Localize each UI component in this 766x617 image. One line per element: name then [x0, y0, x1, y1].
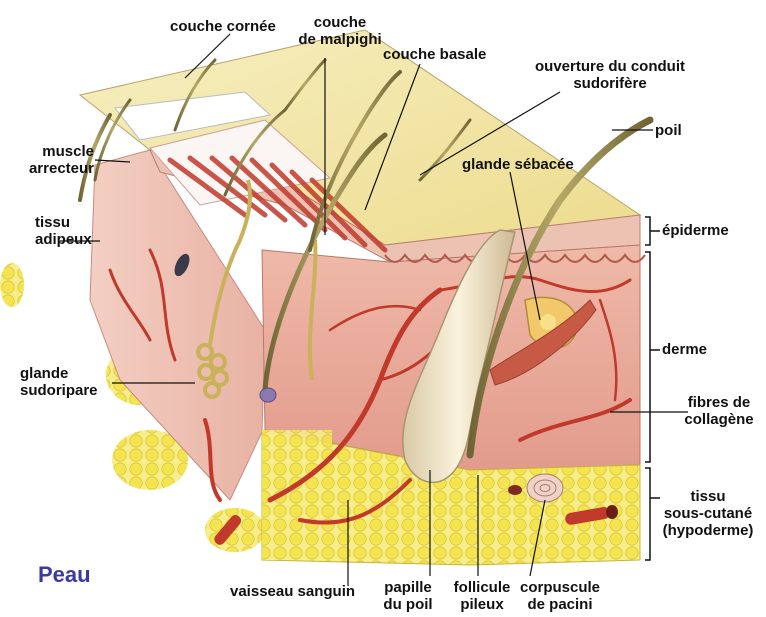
label-derme: derme: [662, 341, 707, 358]
label-couche-basale: couche basale: [383, 46, 486, 63]
label-vaisseau-sanguin: vaisseau sanguin: [230, 583, 355, 600]
diagram-title: Peau: [38, 562, 91, 588]
label-couche-cornee: couche cornée: [170, 18, 276, 35]
label-glande-sebacee: glande sébacée: [462, 156, 574, 173]
label-poil: poil: [655, 122, 682, 139]
label-epiderme: épiderme: [662, 222, 729, 239]
pacini-corpuscle: [527, 474, 563, 502]
hair-bulb: [260, 388, 276, 402]
